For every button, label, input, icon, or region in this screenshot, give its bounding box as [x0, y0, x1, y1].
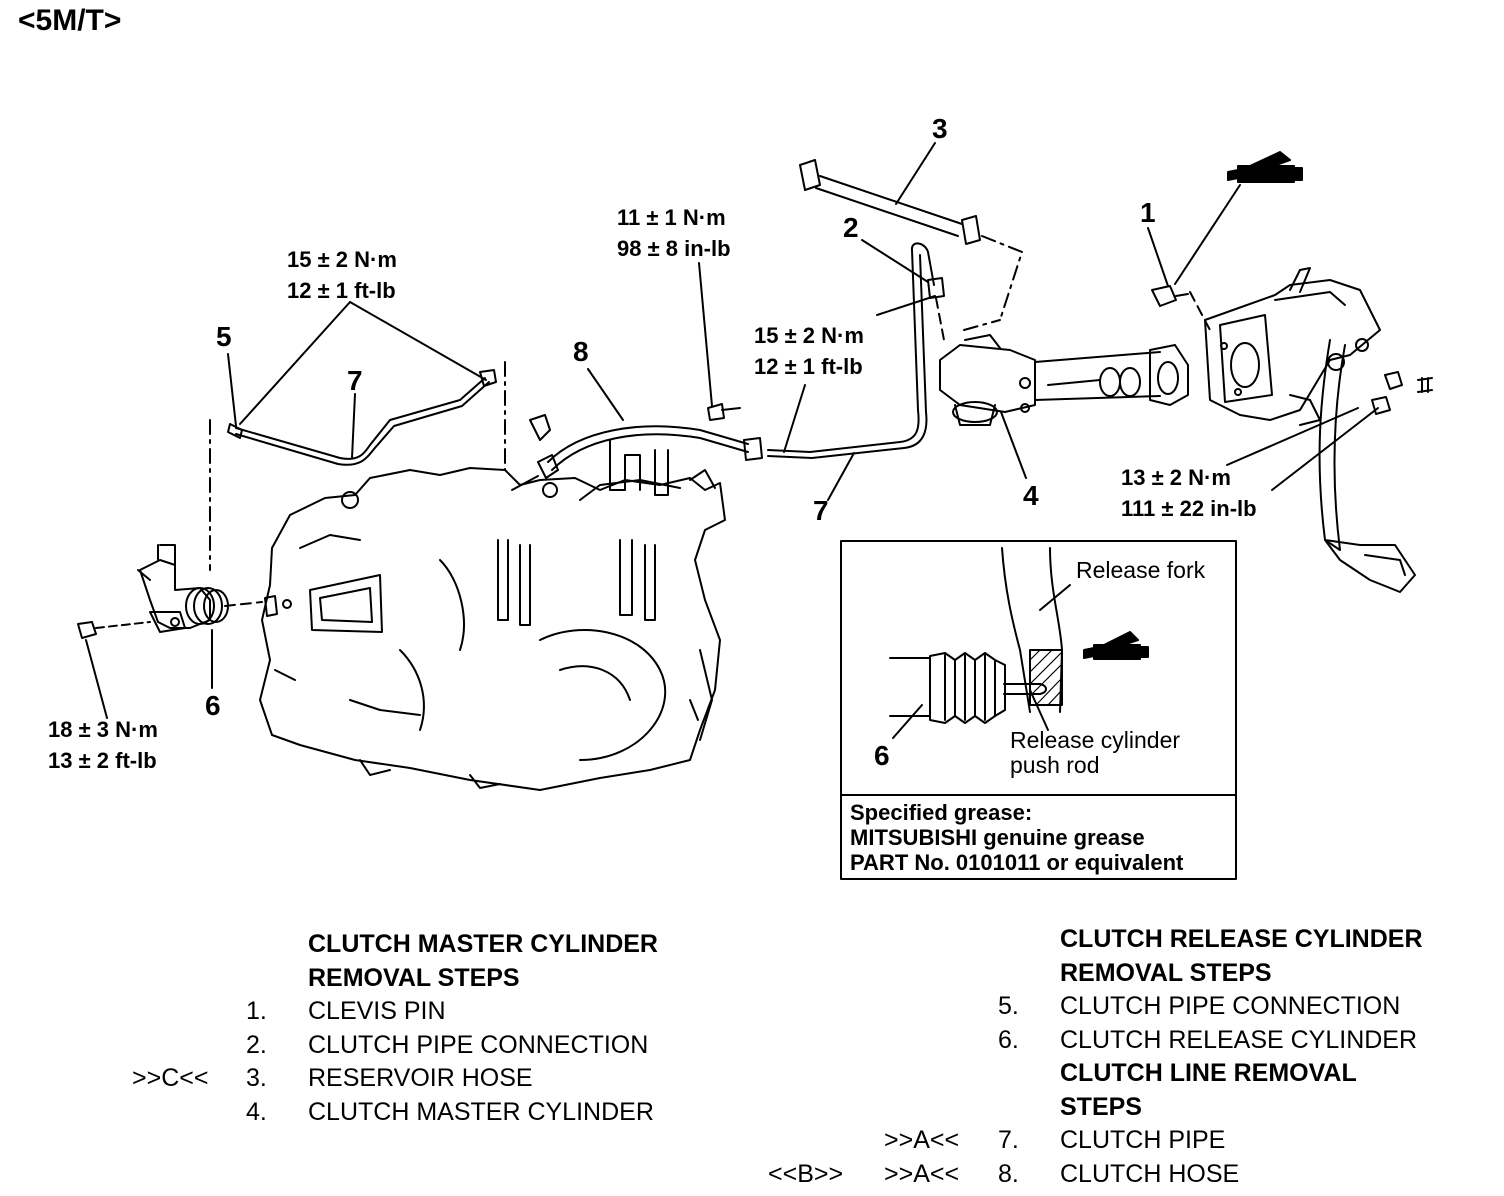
- release-cylinder: [77, 544, 292, 639]
- release-fork-label: Release fork: [1076, 557, 1206, 583]
- step-item: <<B>> >>A<< 8. CLUTCH HOSE: [768, 1159, 1240, 1188]
- step-item: >>A<< 7. CLUTCH PIPE: [884, 1126, 1226, 1154]
- steps-heading: CLUTCH LINE REMOVAL: [1060, 1059, 1357, 1087]
- leader-lines: [85, 142, 1379, 719]
- inset-callout-6: 6: [874, 740, 890, 771]
- grease-spec: Specified grease:MITSUBISHI genuine grea…: [850, 800, 1184, 875]
- callout-6: 6: [205, 690, 221, 721]
- callout-2: 2: [843, 212, 859, 243]
- callout-4: 4: [1023, 480, 1039, 511]
- steps-heading: STEPS: [1060, 1092, 1142, 1121]
- step-item: 4. CLUTCH MASTER CYLINDER: [246, 1097, 654, 1126]
- grease-gun-icon: [1083, 631, 1149, 660]
- step-item: 1. CLEVIS PIN: [246, 997, 446, 1025]
- callout-5: 5: [216, 321, 232, 352]
- callout-1: 1: [1140, 197, 1156, 228]
- callout-7-right: 7: [813, 495, 829, 526]
- step-item: >>C<< 3. RESERVOIR HOSE: [132, 1064, 533, 1092]
- page-title: <5M/T>: [18, 4, 122, 37]
- master-cylinder: [939, 334, 1189, 426]
- release-cylinder-steps: CLUTCH RELEASE CYLINDER REMOVAL STEPS 5.…: [0, 923, 1504, 1191]
- steps-heading: CLUTCH RELEASE CYLINDER: [1060, 925, 1423, 953]
- clutch-pipe-right: [707, 242, 945, 459]
- callout-7-left: 7: [347, 365, 363, 396]
- steps-heading: REMOVAL STEPS: [1060, 958, 1272, 987]
- callout-8: 8: [573, 336, 589, 367]
- grease-gun-icon: [1227, 151, 1303, 183]
- master-cylinder-steps: CLUTCH MASTER CYLINDER REMOVAL STEPS 1. …: [0, 928, 760, 1129]
- steps-heading: CLUTCH MASTER CYLINDER: [308, 930, 658, 958]
- clutch-pipe-left: [209, 361, 506, 571]
- transaxle-housing: [259, 439, 726, 791]
- steps-heading: REMOVAL STEPS: [308, 963, 520, 992]
- reservoir-hose: [799, 159, 1023, 331]
- clutch-hose: [511, 414, 763, 491]
- step-item: 6. CLUTCH RELEASE CYLINDER: [998, 1025, 1418, 1054]
- step-item: 2. CLUTCH PIPE CONNECTION: [246, 1030, 649, 1059]
- inset-release-fork: [840, 540, 1237, 880]
- callout-3: 3: [932, 113, 948, 144]
- step-item: 5. CLUTCH PIPE CONNECTION: [998, 992, 1401, 1020]
- pedal-assembly: [1151, 267, 1433, 593]
